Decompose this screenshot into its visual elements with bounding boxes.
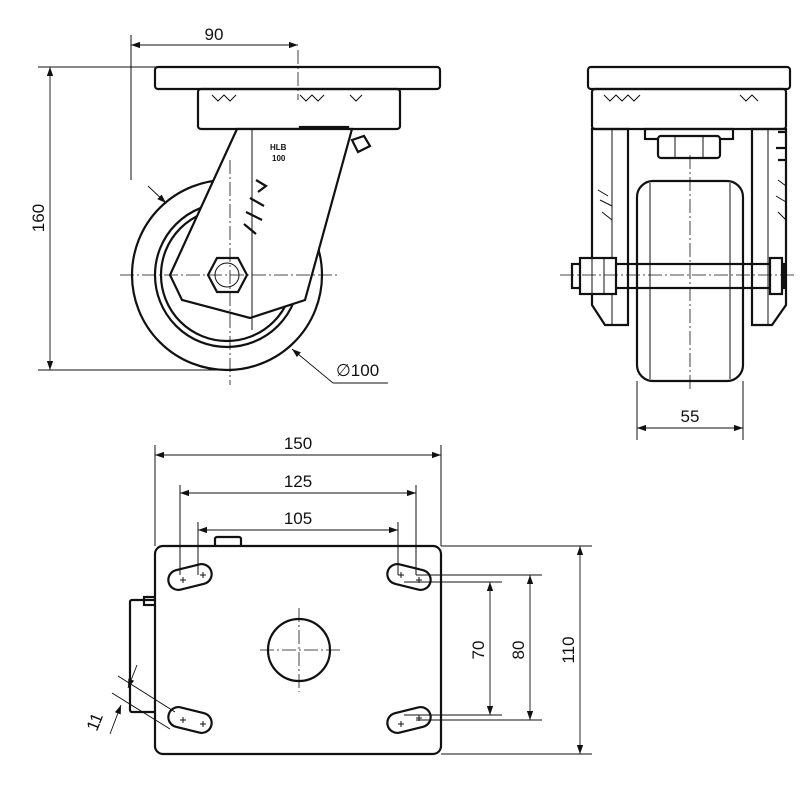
front-view: 55 bbox=[560, 65, 795, 440]
dim-bolt-spacing-outer: 125 bbox=[284, 472, 312, 491]
top-view: 150 125 105 70 80 110 11 bbox=[83, 434, 592, 756]
dim-bolt-spacing-short-inner: 70 bbox=[469, 641, 488, 660]
side-view: HLB HLB 100 90 160 ∅100 bbox=[29, 25, 442, 385]
dim-plate-length: 150 bbox=[284, 434, 312, 453]
front-fork-right bbox=[750, 127, 788, 327]
front-top-plate bbox=[586, 65, 792, 91]
top-plate bbox=[153, 544, 443, 756]
side-fork-leg bbox=[168, 127, 354, 320]
dim-slot-width: 11 bbox=[83, 710, 107, 733]
dim-bolt-spacing-short-outer: 80 bbox=[509, 641, 528, 660]
fork-code-line2-visible: 100 bbox=[272, 154, 286, 163]
dim-plate-width: 110 bbox=[559, 636, 578, 663]
dim-bolt-spacing-inner: 105 bbox=[284, 509, 312, 528]
dim-wheel-diameter: ∅100 bbox=[336, 361, 379, 380]
front-fork-left bbox=[590, 127, 630, 327]
bolt-slot bbox=[167, 562, 213, 592]
side-top-plate bbox=[153, 65, 442, 91]
front-axle bbox=[570, 262, 786, 290]
side-bearing-ring bbox=[196, 87, 402, 131]
dim-wheel-width: 55 bbox=[681, 407, 700, 426]
grease-nipple bbox=[350, 134, 372, 154]
fork-code-line1-visible: HLB bbox=[270, 143, 287, 152]
dim-top-plate-offset: 90 bbox=[205, 25, 224, 44]
bolt-slot bbox=[167, 705, 213, 735]
fork-logo-graphic bbox=[243, 179, 268, 235]
bolt-slots bbox=[167, 562, 432, 735]
dim-total-height: 160 bbox=[29, 204, 48, 232]
